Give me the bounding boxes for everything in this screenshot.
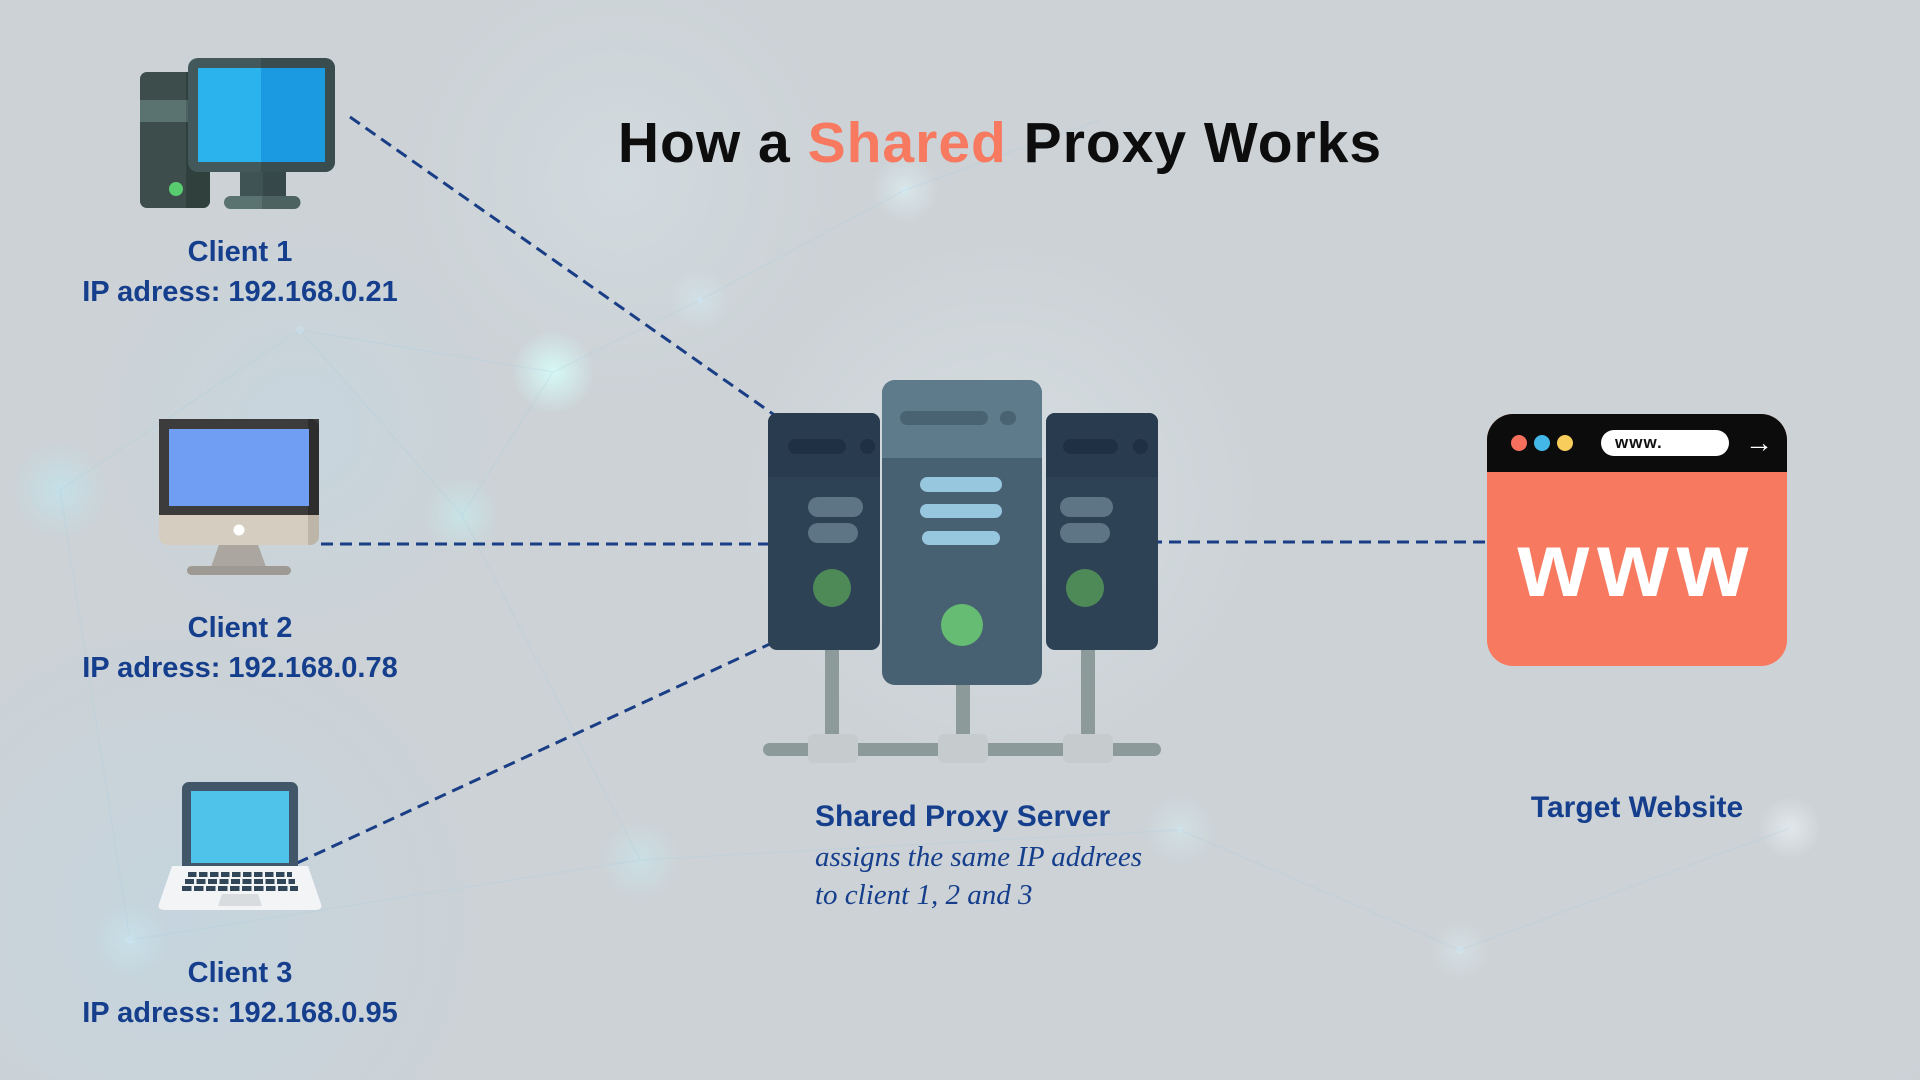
- proxy-server-icon-box: [763, 378, 1163, 763]
- page-title: How a Shared Proxy Works: [430, 110, 1570, 176]
- title-suffix: Proxy Works: [1006, 111, 1383, 175]
- browser-titlebar: www. →: [1487, 414, 1787, 472]
- arrow-right-icon: →: [1745, 427, 1773, 458]
- title-prefix: How a: [617, 111, 808, 175]
- client-3-icon-box: [158, 782, 322, 914]
- client-2-label: Client 2: [187, 612, 293, 644]
- client-1-label: Client 1: [187, 236, 293, 268]
- imac-monitor-icon: [159, 419, 319, 575]
- client-1-icon-box: [140, 52, 350, 212]
- client-2-ip: IP adress: 192.168.0.78: [82, 652, 398, 684]
- laptop-icon: [158, 782, 322, 910]
- browser-window-icon: www. → www: [1487, 414, 1787, 666]
- client-2-icon-box: [159, 419, 319, 575]
- browser-dot-red-icon: [1511, 435, 1527, 451]
- title-highlight: Shared: [807, 111, 1007, 175]
- www-page-text: www: [1517, 514, 1757, 616]
- client-3-label: Client 3: [187, 957, 293, 989]
- browser-dot-yellow-icon: [1557, 435, 1573, 451]
- proxy-server-caption-line2: to client 1, 2 and 3: [815, 879, 1033, 911]
- address-bar-text: www.: [1615, 433, 1663, 452]
- connection-client3-server: [296, 628, 801, 865]
- client-3-ip: IP adress: 192.168.0.95: [82, 997, 398, 1029]
- server-rack-icon: [763, 380, 1161, 763]
- target-website-label: Target Website: [1530, 791, 1744, 824]
- proxy-server-caption-line1: assigns the same IP addrees: [815, 841, 1143, 873]
- desktop-computer-icon: [140, 58, 335, 209]
- browser-page: www: [1487, 472, 1787, 666]
- client-1-ip: IP adress: 192.168.0.21: [82, 276, 398, 308]
- proxy-server-label: Shared Proxy Server: [815, 800, 1111, 833]
- browser-dot-blue-icon: [1534, 435, 1550, 451]
- browser-address-bar: www.: [1601, 430, 1729, 456]
